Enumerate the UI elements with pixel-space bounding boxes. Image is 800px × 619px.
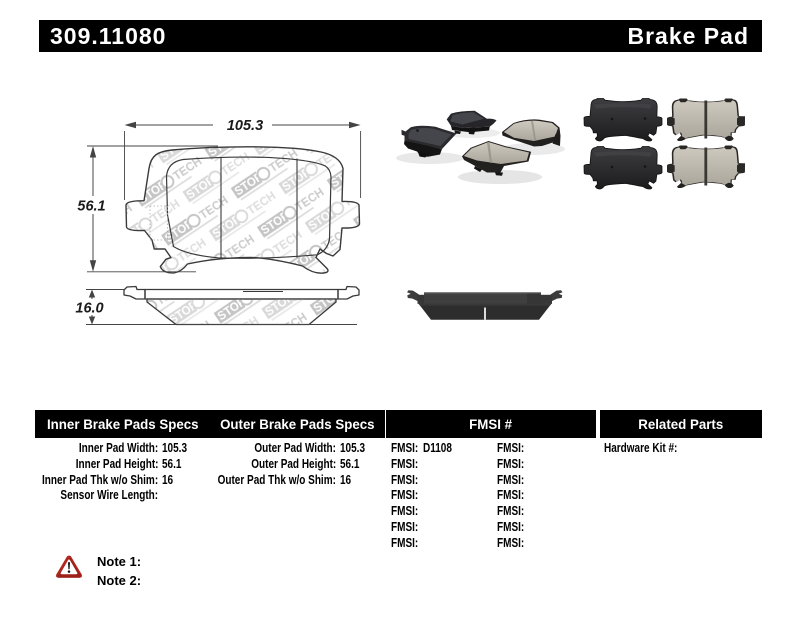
svg-text:105.3: 105.3: [227, 118, 263, 134]
svg-text:56.1: 56.1: [77, 199, 105, 215]
svg-text:16.0: 16.0: [75, 301, 103, 317]
